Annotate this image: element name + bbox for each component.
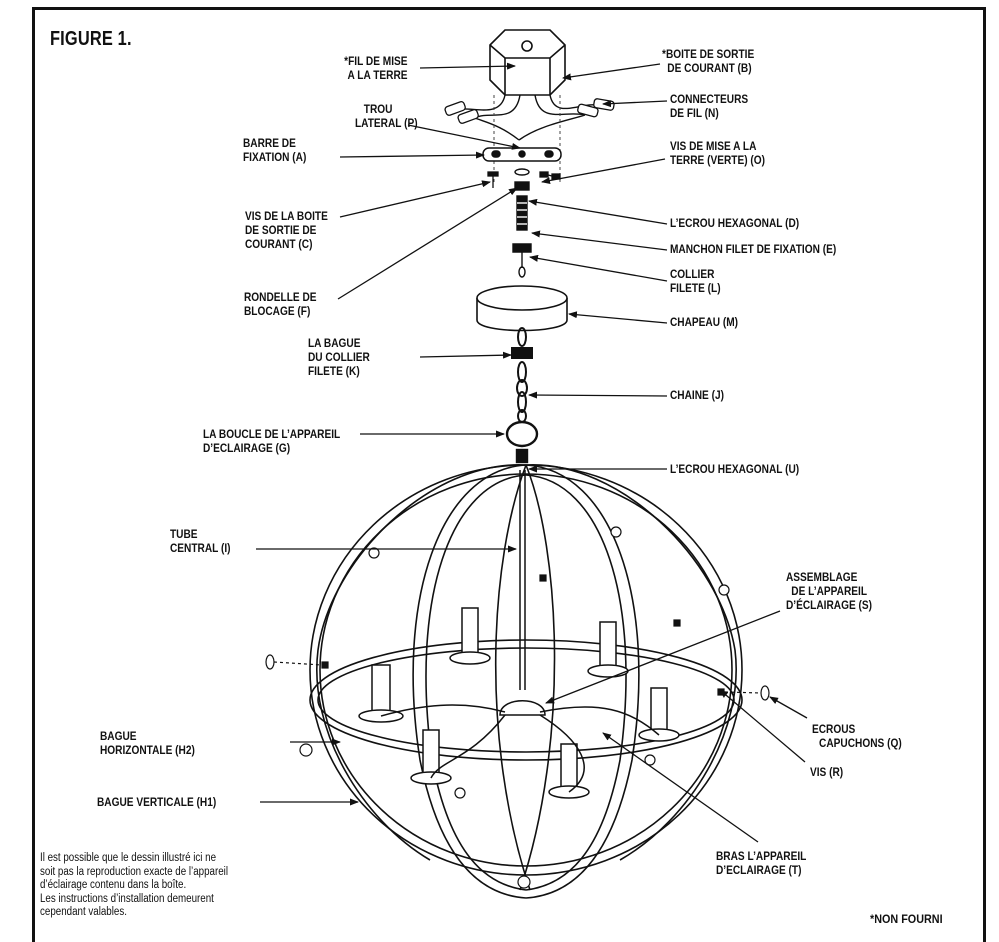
label-line: BAGUE VERTICALE (H1) bbox=[97, 797, 217, 809]
label-ground-screw: VIS DE MISE A LA TERRE (VERTE) (O) bbox=[670, 140, 765, 168]
label-line: VIS (R) bbox=[810, 767, 844, 779]
label-line: MANCHON FILET DE FIXATION (E) bbox=[670, 244, 837, 256]
label-center-tube: TUBE CENTRAL (I) bbox=[170, 528, 231, 556]
label-line: COURANT (C) bbox=[245, 239, 313, 251]
label-mounting-bar: BARRE DE FIXATION (A) bbox=[243, 137, 306, 165]
label-line: TERRE (VERTE) (O) bbox=[670, 155, 766, 167]
label-lock-washer: RONDELLE DE BLOCAGE (F) bbox=[244, 291, 317, 319]
label-line: DU COLLIER bbox=[308, 352, 370, 364]
label-line: DE COURANT (B) bbox=[667, 63, 752, 75]
label-line: D’ECLAIRAGE (G) bbox=[203, 443, 291, 455]
label-horizontal-ring: BAGUE HORIZONTALE (H2) bbox=[100, 730, 195, 758]
label-line: LATERAL (P) bbox=[355, 118, 418, 130]
label-line: BLOCAGE (F) bbox=[244, 306, 311, 318]
label-line: RONDELLE DE bbox=[244, 292, 317, 304]
wire-connector-icons bbox=[444, 98, 615, 124]
label-side-hole: TROU LATERAL (P) bbox=[355, 103, 418, 131]
label-outlet-box-screw: VIS DE LA BOITE DE SORTIE DE COURANT (C) bbox=[245, 210, 328, 252]
supply-wires bbox=[454, 94, 601, 141]
label-cap-nuts: ECROUS CAPUCHONS (Q) bbox=[812, 723, 902, 751]
label-line: L’ECROU HEXAGONAL (D) bbox=[670, 218, 800, 230]
fixture-body bbox=[358, 470, 680, 799]
label-threaded-collar: COLLIER FILETE (L) bbox=[670, 268, 721, 296]
label-line: FIXATION (A) bbox=[243, 152, 307, 164]
label-line: D’ÉCLAIRAGE (S) bbox=[786, 600, 873, 612]
label-line: L’ECROU HEXAGONAL (U) bbox=[670, 464, 800, 476]
label-line: DE L’APPAREIL bbox=[791, 586, 868, 598]
label-line: BARRE DE bbox=[243, 138, 296, 150]
label-line: BRAS L’APPAREIL bbox=[716, 851, 807, 863]
figure-frame bbox=[32, 7, 986, 942]
label-line: TROU bbox=[363, 104, 393, 116]
note-line: soit pas la reproduction exacte de l’app… bbox=[40, 865, 229, 878]
label-line: LA BOUCLE DE L’APPAREIL bbox=[203, 429, 341, 441]
label-outlet-box: *BOITE DE SORTIE DE COURANT (B) bbox=[662, 48, 754, 76]
label-canopy: CHAPEAU (M) bbox=[670, 316, 738, 330]
label-line: HORIZONTALE (H2) bbox=[100, 745, 195, 757]
not-supplied-note: *NON FOURNI bbox=[870, 912, 943, 926]
label-line: ASSEMBLAGE bbox=[786, 572, 858, 584]
note-line: d’éclairage contenu dans la boîte. bbox=[40, 879, 187, 892]
label-line: CONNECTEURS bbox=[670, 94, 749, 106]
figure-title: FIGURE 1. bbox=[50, 28, 132, 50]
label-line: FILETE (L) bbox=[670, 283, 721, 295]
label-line: VIS DE MISE A LA bbox=[670, 141, 757, 153]
note-line: cependant valables. bbox=[40, 906, 127, 919]
label-line: CENTRAL (I) bbox=[170, 543, 231, 555]
label-vertical-ring: BAGUE VERTICALE (H1) bbox=[97, 796, 216, 810]
label-line: ECROUS bbox=[812, 724, 856, 736]
label-collar-ring: LA BAGUE DU COLLIER FILETE (K) bbox=[308, 337, 370, 379]
label-ground-wire: *FIL DE MISE A LA TERRE bbox=[337, 55, 408, 83]
leader-arrows bbox=[256, 62, 808, 843]
label-line: FILETE (K) bbox=[308, 366, 360, 378]
label-line: COLLIER bbox=[670, 269, 715, 281]
label-threaded-sleeve: MANCHON FILET DE FIXATION (E) bbox=[670, 243, 836, 257]
label-line: DE SORTIE DE bbox=[245, 225, 317, 237]
label-wire-connectors: CONNECTEURS DE FIL (N) bbox=[670, 93, 748, 121]
note-line: Il est possible que le dessin illustré i… bbox=[40, 852, 217, 864]
mounting-bar bbox=[482, 147, 562, 162]
label-chain: CHAINE (J) bbox=[670, 389, 724, 403]
label-fixture-arm: BRAS L’APPAREIL D’ECLAIRAGE (T) bbox=[716, 850, 806, 878]
threaded-hardware bbox=[512, 168, 532, 278]
disclaimer-note: Il est possible que le dessin illustré i… bbox=[40, 852, 295, 920]
note-line: Les instructions d’installation demeuren… bbox=[40, 892, 214, 905]
outlet-box bbox=[489, 29, 566, 96]
label-line: TUBE bbox=[170, 529, 198, 541]
screw-and-cap-icons bbox=[265, 526, 770, 889]
label-hex-nut-d: L’ECROU HEXAGONAL (D) bbox=[670, 217, 799, 231]
label-line: VIS DE LA BOITE bbox=[245, 211, 328, 223]
label-line: DE FIL (N) bbox=[670, 108, 719, 120]
label-hex-nut-u: L’ECROU HEXAGONAL (U) bbox=[670, 463, 799, 477]
label-line: CAPUCHONS (Q) bbox=[819, 738, 902, 750]
label-line: *FIL DE MISE bbox=[344, 56, 408, 68]
label-line: LA BAGUE bbox=[308, 338, 361, 350]
label-fixture-loop: LA BOUCLE DE L’APPAREIL D’ECLAIRAGE (G) bbox=[203, 428, 340, 456]
label-line: D’ECLAIRAGE (T) bbox=[716, 865, 802, 877]
fixture-loop-ring bbox=[505, 420, 539, 464]
label-screw-r: VIS (R) bbox=[810, 766, 843, 780]
label-line: BAGUE bbox=[100, 731, 137, 743]
alignment-guides bbox=[493, 95, 561, 182]
canopy-shape bbox=[476, 285, 568, 332]
label-line: A LA TERRE bbox=[347, 70, 408, 82]
chain-links bbox=[511, 327, 533, 423]
label-line: *BOITE DE SORTIE bbox=[662, 49, 755, 61]
label-line: CHAINE (J) bbox=[670, 390, 724, 402]
label-fixture-assembly: ASSEMBLAGE DE L’APPAREIL D’ÉCLAIRAGE (S) bbox=[786, 571, 872, 613]
label-line: CHAPEAU (M) bbox=[670, 317, 739, 329]
